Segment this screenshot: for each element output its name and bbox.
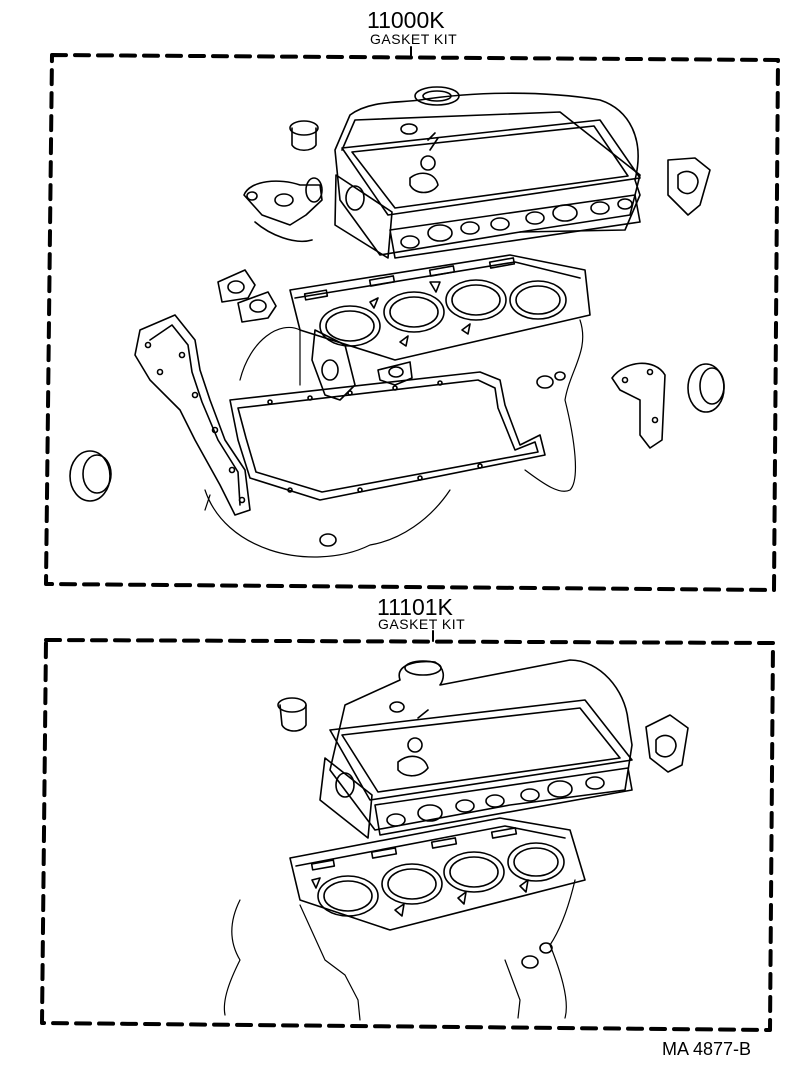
- kit2-name: GASKET KIT: [378, 616, 466, 632]
- kit2-manifold-gasket: [319, 757, 633, 839]
- kit1-manifold-gasket: [334, 174, 641, 259]
- reference-code: MA 4877-B: [662, 1039, 752, 1059]
- kit1-front-oil-seal: [69, 450, 112, 502]
- kit2-misc-small-gaskets: [521, 942, 553, 969]
- kit1-name: GASKET KIT: [370, 31, 458, 47]
- kit1-part-number: 11000K: [367, 7, 445, 33]
- kit1-frame: [44, 53, 780, 592]
- kit1-rear-seal-retainer-gasket: [611, 362, 666, 449]
- kit1-port-gaskets: [217, 269, 277, 323]
- kit2-small-parts-left: [277, 697, 307, 732]
- kit2-head-gasket: [289, 817, 586, 931]
- kit2-outlet-gasket: [645, 714, 689, 773]
- kit2-part-number: 11101K: [377, 594, 453, 620]
- kit1-misc-small-gaskets: [311, 329, 566, 547]
- kit2-frame: [40, 638, 775, 1032]
- kit1-timing-cover-gasket: [134, 314, 251, 516]
- kit1-engine-block: [204, 319, 584, 558]
- kit2-valve-cover: [329, 659, 633, 831]
- kit2-engine-block: [223, 879, 576, 1021]
- kit1-oil-pan-gasket: [229, 371, 546, 501]
- kit1-small-parts-left: [243, 120, 323, 243]
- kit1-valve-cover: [334, 86, 641, 256]
- kit1-head-gasket: [289, 254, 591, 361]
- kit1-outlet-gasket: [667, 157, 711, 216]
- kit1-rear-oil-seal: [687, 363, 725, 413]
